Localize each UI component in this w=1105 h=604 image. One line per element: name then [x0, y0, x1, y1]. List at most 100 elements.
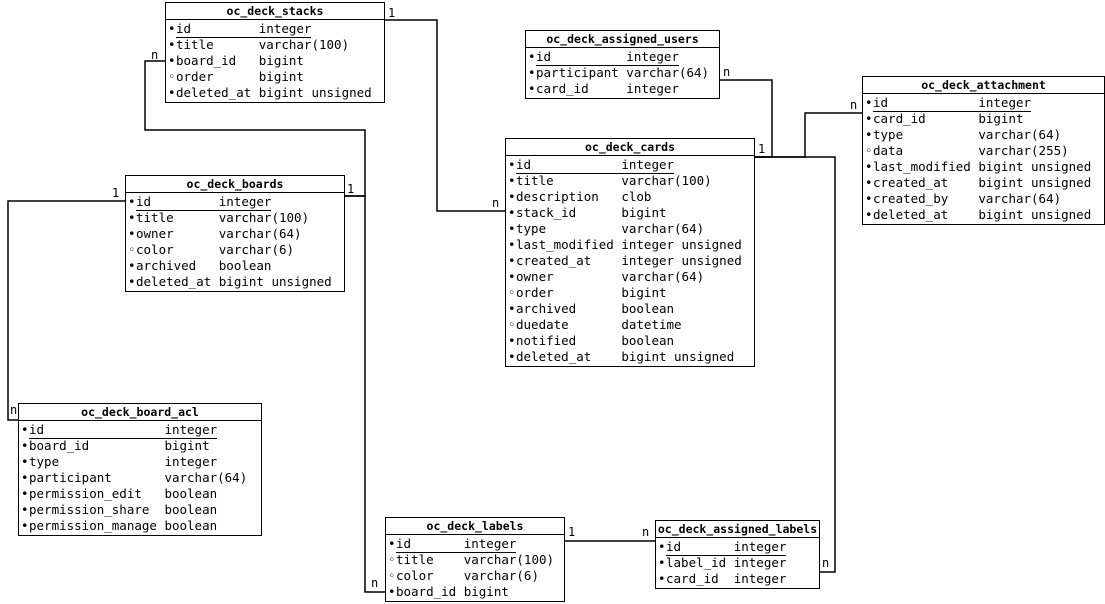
- field-type: varchar(100): [463, 552, 555, 567]
- cardinality-label: n: [850, 98, 858, 112]
- cardinality-label: n: [492, 196, 500, 210]
- entity-title: oc_deck_stacks: [166, 3, 384, 20]
- field-name: id: [29, 422, 165, 439]
- field-name: order: [176, 69, 214, 84]
- field-name: owner: [516, 269, 554, 284]
- field-name: permission_manage: [29, 518, 157, 533]
- required-marker-icon: •: [508, 269, 516, 284]
- field-type: varchar(64): [621, 269, 705, 284]
- cardinality-label: n: [151, 48, 159, 62]
- field-name: archived: [516, 301, 577, 316]
- field-type: integer: [733, 555, 787, 570]
- field-name: permission_edit: [29, 486, 142, 501]
- field-type: varchar(64): [978, 127, 1062, 142]
- required-marker-icon: •: [865, 127, 873, 142]
- field-type: varchar(6): [463, 568, 539, 583]
- field-type: boolean: [621, 333, 675, 348]
- required-marker-icon: •: [658, 571, 666, 586]
- relationship-line-oc_deck_cards--oc_deck_attachment: [755, 112, 862, 158]
- cardinality-label: n: [642, 525, 650, 539]
- required-marker-icon: •: [865, 159, 873, 174]
- field-name: color: [396, 568, 434, 583]
- field-type: boolean: [164, 486, 218, 501]
- cardinality-label: 1: [758, 142, 766, 156]
- field-name: type: [516, 221, 547, 236]
- cardinality-label: n: [10, 403, 18, 417]
- field-type: integer unsigned: [621, 237, 742, 252]
- required-marker-icon: •: [508, 237, 516, 252]
- field-type: varchar(100): [258, 37, 350, 52]
- field-row-owner: •owner varchar(64): [508, 269, 754, 285]
- required-marker-icon: •: [865, 207, 873, 222]
- field-type: integer: [733, 571, 787, 586]
- required-marker-icon: •: [865, 191, 873, 206]
- field-type: bigint: [164, 438, 210, 453]
- field-type: integer: [733, 539, 787, 556]
- field-name: data: [873, 143, 904, 158]
- field-name: last_modified: [516, 237, 614, 252]
- field-name: type: [873, 127, 904, 142]
- field-type: integer: [626, 49, 679, 66]
- field-type: integer: [164, 454, 218, 469]
- field-type: integer: [218, 194, 272, 211]
- relationship-line-oc_deck_boards--oc_deck_board_acl: [7, 200, 125, 421]
- required-marker-icon: •: [128, 274, 136, 289]
- field-name: title: [396, 552, 434, 567]
- required-marker-icon: •: [128, 258, 136, 273]
- required-marker-icon: •: [528, 81, 536, 96]
- required-marker-icon: •: [168, 37, 176, 52]
- field-type: bigint unsigned: [978, 159, 1092, 174]
- field-name: label_id: [666, 555, 727, 570]
- field-type: varchar(100): [218, 210, 310, 225]
- field-row-last_modified: •last_modified integer unsigned: [508, 237, 754, 253]
- field-type: bigint unsigned: [258, 85, 372, 100]
- required-marker-icon: •: [168, 85, 176, 100]
- field-name: duedate: [516, 317, 569, 332]
- field-name: board_id: [29, 438, 90, 453]
- field-name: board_id: [176, 53, 237, 68]
- entity-title: oc_deck_assigned_labels: [656, 522, 819, 538]
- field-type: integer: [978, 95, 1032, 112]
- required-marker-icon: •: [508, 205, 516, 220]
- required-marker-icon: •: [128, 210, 136, 225]
- entity-title: oc_deck_board_acl: [19, 404, 261, 421]
- field-name: id: [396, 536, 464, 553]
- relationship-line-oc_deck_cards--oc_deck_assigned_labels: [755, 156, 836, 573]
- required-marker-icon: •: [508, 333, 516, 348]
- field-type: boolean: [164, 518, 218, 533]
- required-marker-icon: •: [508, 301, 516, 316]
- required-marker-icon: •: [168, 21, 176, 36]
- field-type: varchar(255): [978, 143, 1069, 158]
- cardinality-label: n: [371, 576, 379, 590]
- field-name: description: [516, 189, 599, 204]
- field-type: integer unsigned: [621, 253, 742, 268]
- required-marker-icon: •: [21, 518, 29, 533]
- required-marker-icon: •: [128, 226, 136, 241]
- cardinality-label: 1: [112, 186, 120, 200]
- field-type: integer: [164, 422, 218, 439]
